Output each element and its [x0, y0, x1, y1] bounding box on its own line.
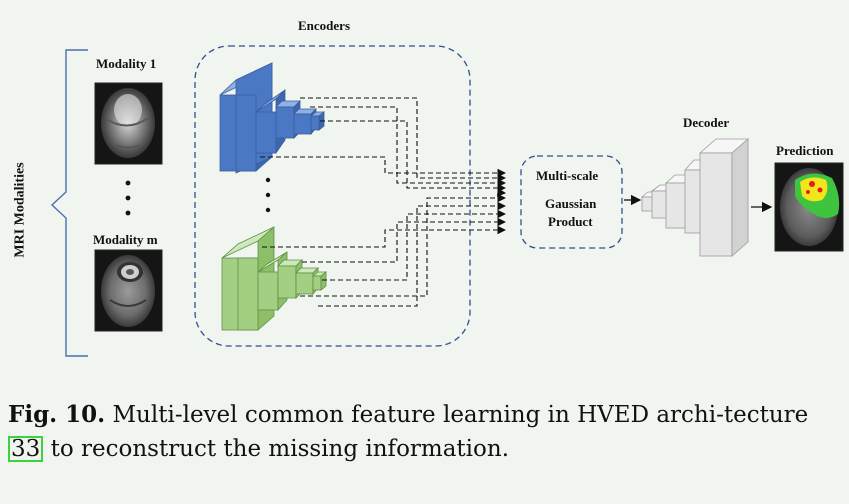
fusion-label-multiscale: Multi-scale: [536, 168, 599, 183]
decoder-block: [640, 138, 750, 257]
caption-figure-number: Fig. 10.: [8, 401, 106, 428]
fusion-box: [520, 155, 623, 249]
connections-green: [262, 193, 507, 307]
figure-caption: Fig. 10. Multi-level common feature lear…: [8, 398, 843, 466]
modalities-brace: [50, 49, 88, 357]
encoders-label: Encoders: [298, 18, 350, 33]
prediction-image: [774, 162, 844, 252]
encoder-ellipsis: [265, 177, 271, 213]
caption-text-after: to reconstruct the missing information.: [50, 436, 509, 462]
mri-modality-1-image: [94, 82, 163, 165]
modality-ellipsis: [125, 180, 131, 216]
mri-modalities-label-wrap: MRI Modalities: [6, 140, 36, 280]
modality-1-label: Modality 1: [96, 56, 157, 71]
mri-modalities-label: MRI Modalities: [13, 162, 29, 258]
encoder-green: [221, 226, 328, 331]
figure-hved: Encoders Modality 1 Modality m MRI Modal…: [6, 18, 844, 357]
mri-modality-m-image: [94, 249, 163, 332]
encoder-blue: [219, 62, 326, 174]
connections-blue: [260, 97, 507, 197]
architecture-diagram: [50, 45, 844, 357]
prediction-label: Prediction: [776, 143, 834, 158]
caption-text-before: Multi-level common feature learning in H…: [112, 402, 809, 428]
decoder-label: Decoder: [683, 115, 730, 130]
encoders-box: [194, 45, 471, 347]
fusion-label-product: Product: [548, 214, 593, 229]
citation-link[interactable]: 33: [8, 436, 44, 462]
fusion-label-gaussian: Gaussian: [545, 196, 597, 211]
modality-m-label: Modality m: [93, 232, 158, 247]
